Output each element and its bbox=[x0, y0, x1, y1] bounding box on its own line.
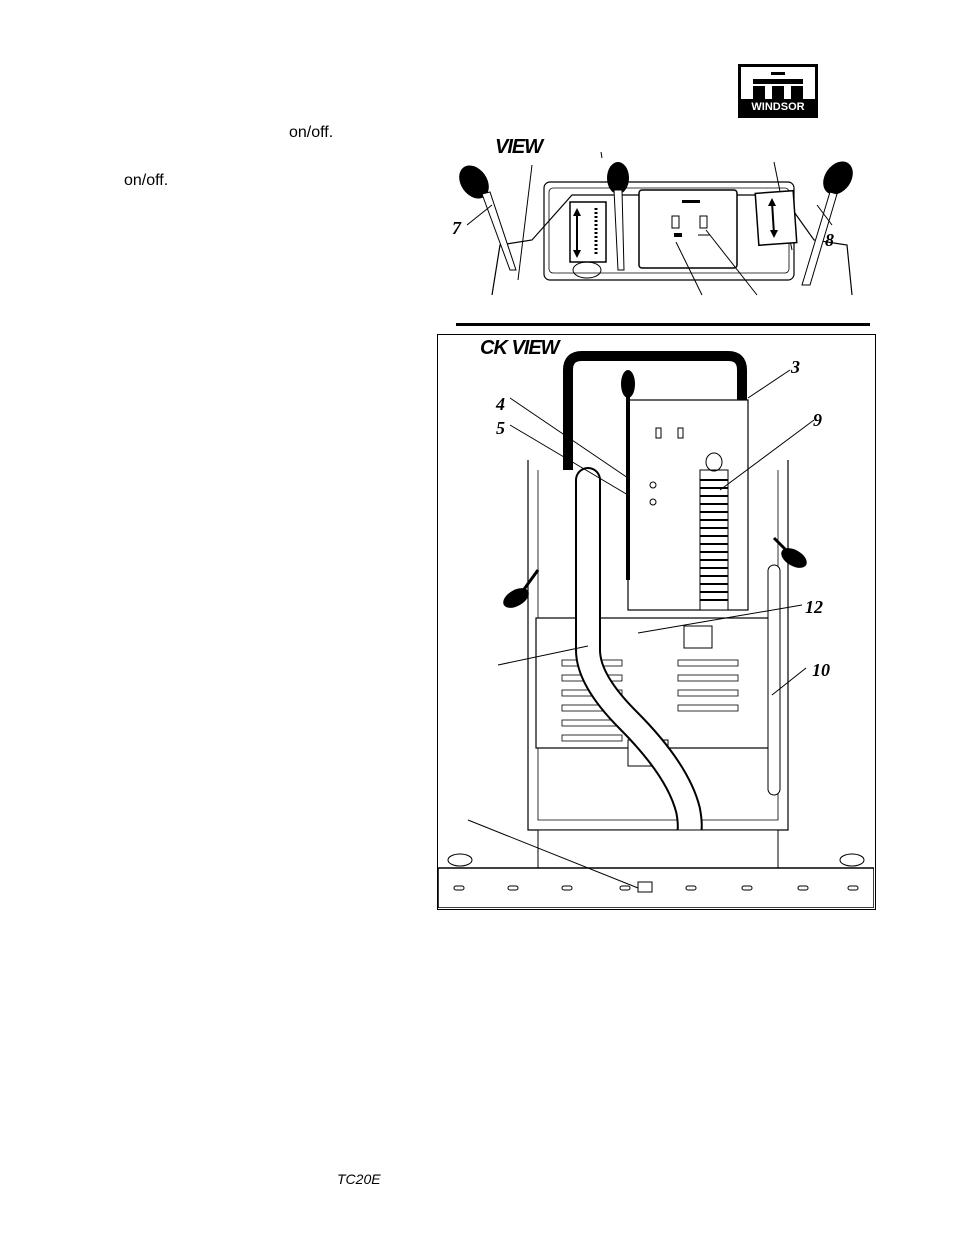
callout-8: 8 bbox=[825, 230, 834, 250]
back-view-heading: CK VIEW bbox=[480, 337, 560, 359]
footer-model: TC20E bbox=[337, 1171, 381, 1187]
callout-10: 10 bbox=[812, 660, 830, 680]
back-view-frame bbox=[437, 334, 876, 910]
section-divider bbox=[456, 323, 870, 326]
logo-wordmark: WINDSOR bbox=[741, 99, 815, 115]
callout-9: 9 bbox=[813, 410, 822, 430]
callout-5: 5 bbox=[496, 418, 505, 438]
windsor-logo: WINDSOR bbox=[738, 64, 818, 118]
callout-12: 12 bbox=[805, 597, 823, 617]
onoff-text-2: on/off. bbox=[124, 172, 169, 189]
front-view-heading: VIEW bbox=[495, 136, 543, 158]
callout-7: 7 bbox=[452, 218, 461, 238]
callout-3: 3 bbox=[791, 357, 800, 377]
logo-mark-icon bbox=[753, 72, 803, 100]
callout-4: 4 bbox=[496, 394, 505, 414]
front-view-illustration bbox=[459, 151, 853, 296]
back-view-illustration bbox=[438, 351, 874, 908]
onoff-text-1: on/off. bbox=[289, 124, 334, 141]
